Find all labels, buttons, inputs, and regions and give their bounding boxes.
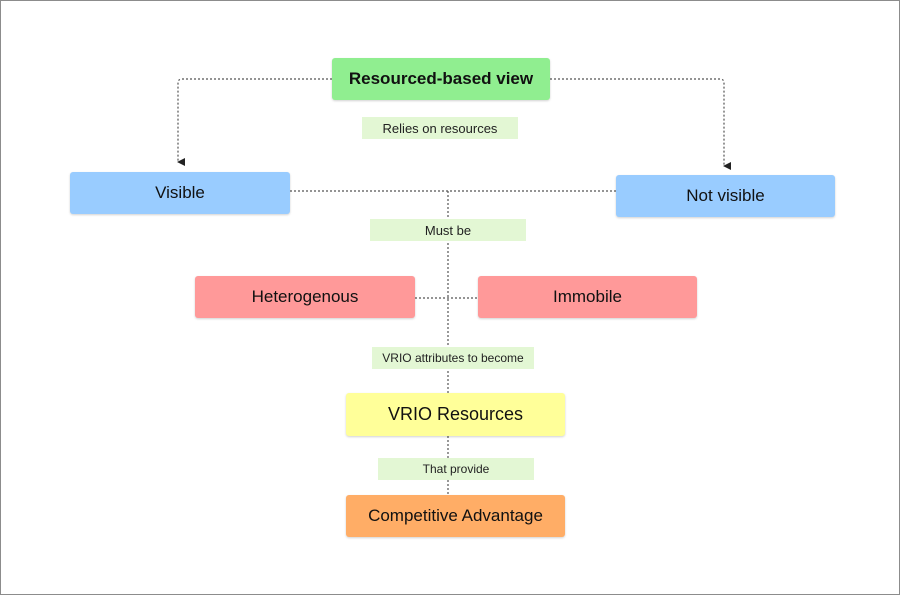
heterogenous-text: Heterogenous <box>251 287 359 306</box>
competitive-advantage-node: Competitive Advantage <box>346 495 565 537</box>
must-be-text: Must be <box>424 222 472 238</box>
edge-rbv-to-not-visible <box>550 78 731 170</box>
that-provide-text: That provide <box>422 462 490 476</box>
must-be-label: Must be <box>370 219 526 241</box>
that-provide-label: That provide <box>378 458 534 480</box>
vrio-attributes-label: VRIO attributes to become <box>372 347 534 369</box>
vrio-resources-node: VRIO Resources <box>346 393 565 436</box>
visible-text: Visible <box>155 183 205 202</box>
competitive-advantage-text: Competitive Advantage <box>368 506 543 525</box>
visible-node: Visible <box>70 172 290 214</box>
not-visible-node: Not visible <box>616 175 835 217</box>
heterogenous-node: Heterogenous <box>195 276 415 318</box>
resource-based-view-text: Resourced-based view <box>348 69 534 88</box>
not-visible-text: Not visible <box>686 186 765 205</box>
resource-based-view-node: Resourced-based view <box>332 58 550 100</box>
immobile-text: Immobile <box>553 287 622 306</box>
immobile-node: Immobile <box>478 276 697 318</box>
relies-on-resources-label: Relies on resources <box>362 117 518 139</box>
relies-on-resources-text: Relies on resources <box>382 120 498 136</box>
edge-rbv-to-visible <box>177 78 332 166</box>
vrio-attributes-text: VRIO attributes to become <box>382 351 524 365</box>
vrio-resources-text: VRIO Resources <box>387 404 524 424</box>
